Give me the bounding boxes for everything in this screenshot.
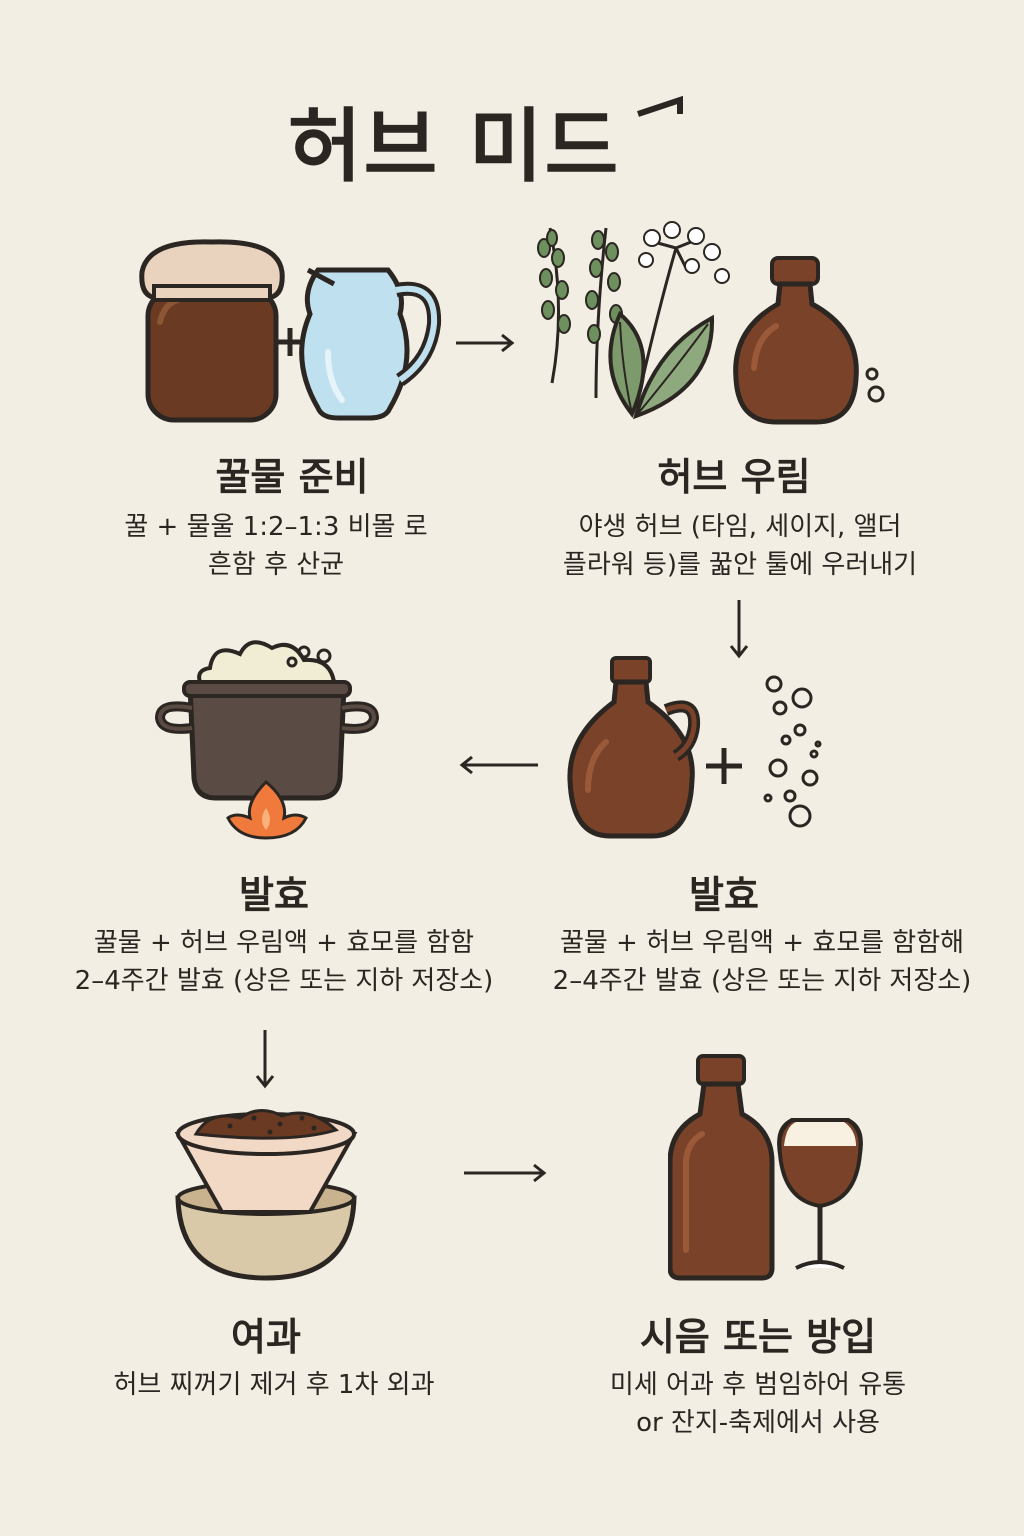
step-5-line-1: 허브 찌꺼기 제거 후 1차 외과: [113, 1370, 435, 1400]
arrow-step2-to-step3: [729, 600, 749, 659]
step-3-line-2: 2–4주간 발효 (상은 또는 지하 저장소): [552, 966, 972, 996]
step-6-line-2: or 잔지-축제에서 사용: [636, 1408, 880, 1438]
step-3-description: 꿀물 + 허브 우림액 + 효모를 함함해 2–4주간 발효 (상은 또는 지하…: [512, 924, 1012, 1000]
step-2-description: 야생 허브 (타임, 세이지, 앨더 플라워 등)를 꿃안 툴에 우러내기: [490, 508, 990, 584]
step-2-illustration: [537, 221, 885, 425]
step-1-illustration: [139, 239, 442, 423]
step-4-description: 꿀물 + 허브 우림액 + 효모를 함함 2–4주간 발효 (상은 또는 지하 …: [34, 924, 534, 1000]
step-4-illustration: [154, 640, 380, 840]
step-1-line-2: 흔함 후 산균: [207, 550, 345, 580]
jug-icon: [567, 656, 701, 839]
step-1-title: 꿀물 준비: [215, 455, 369, 499]
step-6-line-1: 미세 어과 후 범임하어 유통: [609, 1370, 907, 1400]
bottle-icon: [733, 256, 859, 425]
herbs-icon: [537, 221, 730, 420]
step-6-description: 미세 어과 후 범임하어 유통 or 잔지-축제에서 사용: [508, 1366, 1008, 1442]
arrow-step4-to-step5: [255, 1030, 275, 1089]
pot-icon: [154, 640, 380, 801]
bottle-icon: [668, 1054, 775, 1281]
step-2-line-2: 플라워 등)를 꿃안 툴에 우러내기: [562, 550, 918, 580]
step-6-title: 시음 또는 방입: [639, 1315, 877, 1359]
step-3-line-1: 꿀물 + 허브 우림액 + 효모를 함함해: [559, 928, 965, 958]
step-3-title: 발효: [689, 873, 759, 917]
honey-jar-icon: [139, 239, 285, 423]
step-1-description: 꿀 + 물울 1:2–1:3 비몰 로 흔함 후 산균: [26, 508, 526, 584]
step-1-line-1: 꿀 + 물울 1:2–1:3 비몰 로: [124, 512, 428, 542]
bubbles-icon: [865, 367, 885, 403]
step-6-illustration: [668, 1054, 863, 1281]
step-4-line-2: 2–4주간 발효 (상은 또는 지하 저장소): [74, 966, 494, 996]
step-4-title: 발효: [239, 873, 309, 917]
step-2-title: 허브 우림: [657, 455, 811, 499]
step-5-title: 여과: [231, 1315, 301, 1359]
arrow-step1-to-step2: [456, 333, 515, 353]
step-3-illustration: [567, 656, 822, 839]
step-5-description: 허브 찌꺼기 제거 후 1차 외과: [24, 1366, 524, 1404]
water-pitcher-icon: [299, 267, 442, 421]
step-2-line-1: 야생 허브 (타임, 세이지, 앨더: [578, 512, 902, 542]
page-title: 허브 미드: [288, 100, 621, 193]
arrow-step3-to-step4: [459, 755, 538, 775]
bubbles-icon: [763, 675, 822, 828]
title-mark-icon: [637, 96, 683, 117]
step-5-illustration: [174, 1109, 358, 1281]
wine-glass-icon: [777, 1118, 863, 1270]
arrow-step5-to-step6: [464, 1163, 547, 1183]
strainer-bowl-icon: [174, 1109, 358, 1281]
flame-icon: [226, 779, 308, 840]
step-4-line-1: 꿀물 + 허브 우림액 + 효모를 함함: [93, 928, 475, 958]
